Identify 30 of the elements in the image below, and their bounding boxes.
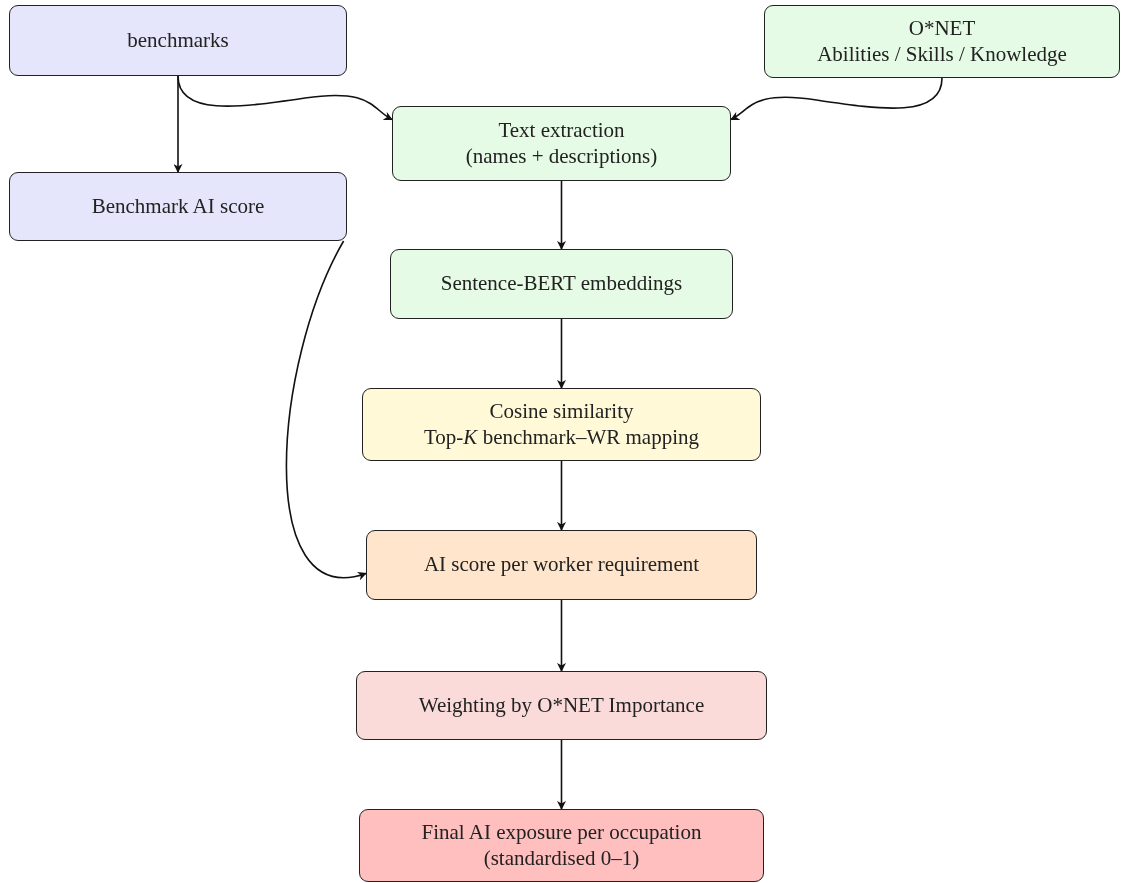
arrow (557, 318, 566, 389)
box-label: Top-K benchmark–WR mapping (424, 424, 699, 450)
arrow (557, 180, 566, 250)
arrow (557, 739, 566, 810)
process-box (390, 249, 733, 319)
box-label: (names + descriptions) (465, 143, 658, 169)
arrow (557, 460, 566, 531)
box-label: benchmarks (127, 27, 229, 54)
box-label: Sentence-BERT embeddings (440, 271, 683, 297)
arrow (173, 75, 183, 173)
box-label: Weighting by O*NET Importance (418, 692, 705, 719)
process-box (356, 671, 767, 740)
process-box (764, 5, 1120, 78)
box-label: Final AI exposure per occupation (421, 820, 702, 846)
process-box (366, 530, 757, 600)
arrow (285, 240, 367, 580)
box-label: Abilities / Skills / Knowledge (817, 41, 1067, 67)
box-label: Text extraction (498, 118, 625, 144)
process-box (392, 106, 731, 181)
arrow (730, 77, 943, 121)
box-label: (standardised 0–1) (483, 845, 640, 871)
box-label: Benchmark AI score (91, 193, 265, 220)
box-label: Cosine similarity (489, 399, 634, 425)
box-label: AI score per worker requirement (423, 552, 700, 578)
process-box (362, 388, 761, 461)
process-box (9, 172, 347, 241)
box-label: O*NET (908, 16, 976, 42)
process-box (9, 5, 347, 76)
arrow (557, 599, 566, 672)
process-box (359, 809, 764, 882)
